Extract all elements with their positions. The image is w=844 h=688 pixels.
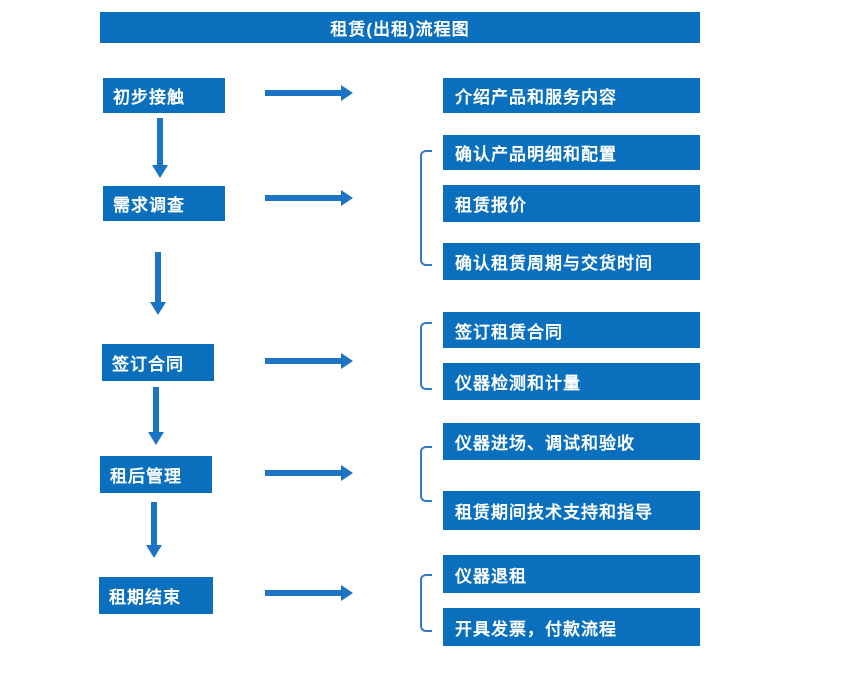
right-arrow <box>265 465 353 481</box>
step-box-initial-contact: 初步接触 <box>103 78 225 113</box>
down-arrow-shaft <box>155 252 161 302</box>
detail-box-confirm-product-details: 确认产品明细和配置 <box>443 135 700 170</box>
detail-box-invoice-payment: 开具发票，付款流程 <box>443 608 700 646</box>
right-arrow-shaft <box>265 590 341 596</box>
down-arrow-head <box>150 302 166 315</box>
down-arrow <box>148 387 164 445</box>
down-arrow-head <box>148 432 164 445</box>
right-arrow-shaft <box>265 358 341 364</box>
group-bracket <box>420 150 432 266</box>
group-bracket <box>420 446 432 502</box>
down-arrow-shaft <box>157 118 163 165</box>
group-bracket <box>420 574 432 632</box>
step-box-post-rental-management: 租后管理 <box>100 456 212 493</box>
right-arrow <box>265 190 353 206</box>
right-arrow <box>265 353 353 369</box>
right-arrow <box>265 585 353 601</box>
right-arrow-shaft <box>265 195 341 201</box>
right-arrow <box>265 85 353 101</box>
down-arrow <box>150 252 166 315</box>
step-box-rental-end: 租期结束 <box>99 577 213 614</box>
right-arrow-head <box>341 85 353 101</box>
down-arrow-head <box>152 165 168 178</box>
down-arrow-head <box>146 545 162 558</box>
right-arrow-head <box>341 190 353 206</box>
right-arrow-shaft <box>265 90 341 96</box>
right-arrow-shaft <box>265 470 341 476</box>
detail-box-sign-rental-contract: 签订租赁合同 <box>443 312 700 348</box>
page-title: 租赁(出租)流程图 <box>100 12 700 43</box>
step-box-sign-contract: 签订合同 <box>102 344 214 381</box>
group-bracket <box>420 322 432 390</box>
down-arrow <box>146 502 162 558</box>
down-arrow-shaft <box>151 502 157 545</box>
down-arrow-shaft <box>153 387 159 432</box>
down-arrow <box>152 118 168 178</box>
detail-box-confirm-rental-period: 确认租赁周期与交货时间 <box>443 243 700 280</box>
detail-box-instrument-return: 仪器退租 <box>443 555 700 593</box>
step-box-demand-survey: 需求调查 <box>103 186 225 221</box>
detail-box-technical-support: 租赁期间技术支持和指导 <box>443 491 700 530</box>
right-arrow-head <box>341 353 353 369</box>
detail-box-rental-quote: 租赁报价 <box>443 185 700 222</box>
detail-box-instrument-setup: 仪器进场、调试和验收 <box>443 423 700 460</box>
right-arrow-head <box>341 585 353 601</box>
right-arrow-head <box>341 465 353 481</box>
detail-box-introduce-products: 介绍产品和服务内容 <box>443 78 700 113</box>
detail-box-instrument-testing: 仪器检测和计量 <box>443 363 700 400</box>
